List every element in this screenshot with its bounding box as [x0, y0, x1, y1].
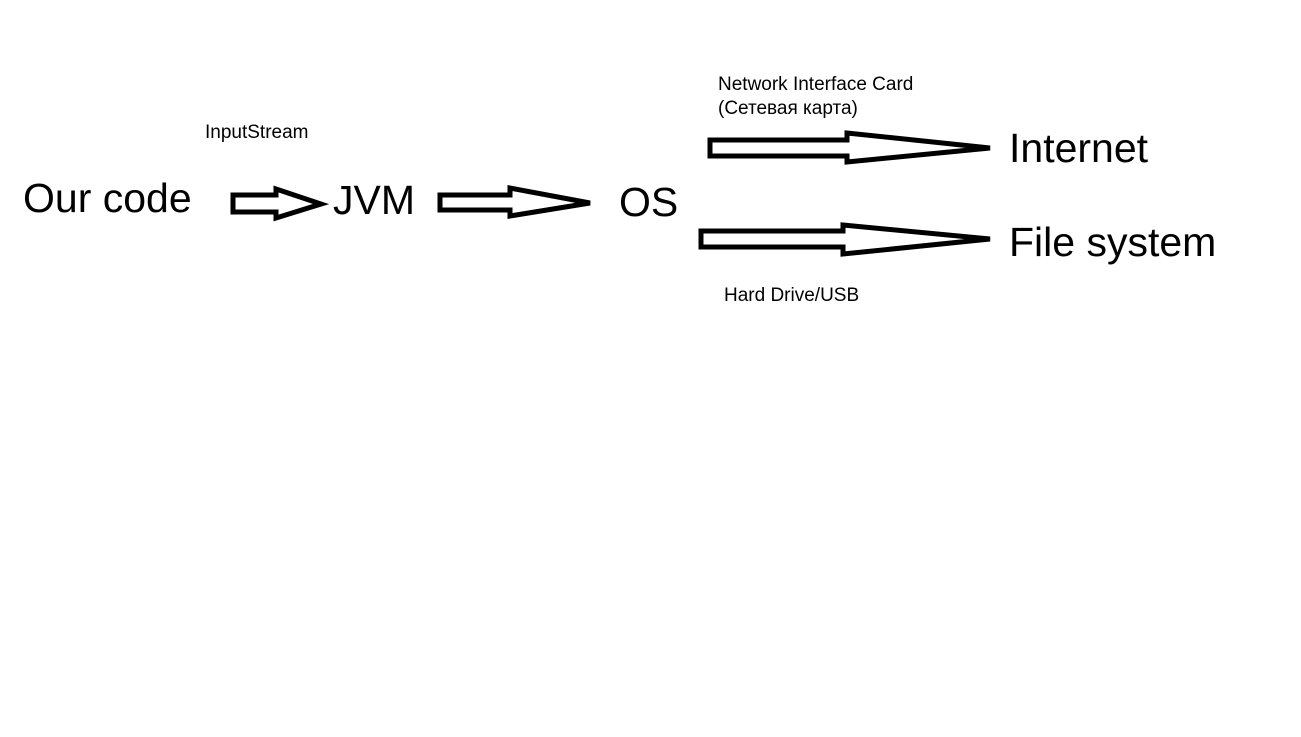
label-network-interface-card: Network Interface Card (Сетевая карта) — [718, 73, 913, 121]
arrow-ourcode-to-jvm — [230, 185, 330, 222]
label-nic-line2: (Сетевая карта) — [718, 97, 858, 119]
node-jvm: JVM — [333, 177, 415, 223]
node-internet: Internet — [1009, 125, 1149, 171]
label-nic-line1: Network Interface Card — [718, 74, 914, 95]
arrow-os-to-internet — [707, 130, 991, 165]
arrow-os-to-filesystem — [698, 222, 991, 257]
node-file-system: File system — [1009, 219, 1217, 265]
label-inputstream: InputStream — [205, 122, 309, 143]
label-hard-drive-usb: Hard Drive/USB — [724, 285, 860, 306]
arrow-jvm-to-os — [437, 184, 591, 219]
node-our-code: Our code — [23, 175, 192, 221]
node-os: OS — [619, 179, 679, 225]
